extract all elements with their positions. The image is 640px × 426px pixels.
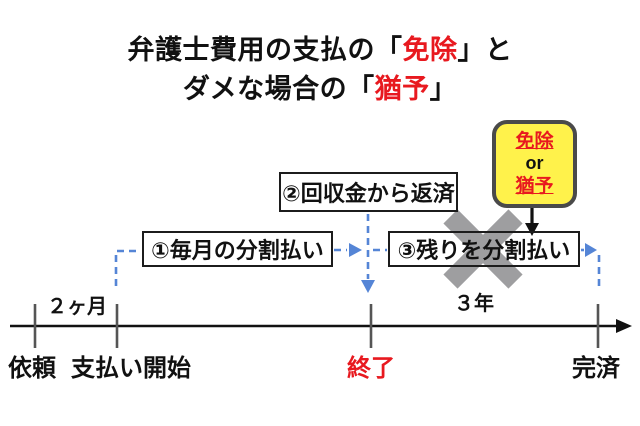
title-highlight-menjo: 免除 — [402, 35, 458, 65]
badge-arrow-icon — [525, 208, 539, 236]
milestone-end: 終了 — [347, 355, 395, 382]
connector-start-to-box1 — [114, 249, 141, 286]
title-line-2: ダメな場合の「猶予」 — [0, 70, 640, 109]
title-text: ダメな場合の「 — [182, 74, 375, 104]
title-highlight-yuyo: 猶予 — [374, 74, 430, 104]
milestone-request: 依頼 — [8, 355, 56, 382]
axis-arrowhead-icon — [616, 319, 632, 333]
badge-grace-label: 猶予 — [515, 175, 554, 197]
step-box-2-repay-from-recovery: ②回収金から返済 — [279, 172, 458, 212]
arrow-right-icon — [349, 243, 362, 257]
page-title: 弁護士費用の支払の「免除」と ダメな場合の「猶予」 — [0, 31, 640, 109]
connector-box3-to-finish — [581, 243, 601, 287]
arrow-right-icon — [585, 243, 597, 257]
badge-exemption-label: 免除 — [515, 130, 554, 152]
connector-box1-to-box3 — [334, 243, 387, 257]
title-text: 」と — [457, 35, 513, 65]
milestone-payment-start: 支払い開始 — [71, 355, 191, 382]
step-box-3-label: ③残りを分割払い — [397, 238, 571, 263]
step-box-3-remainder-installments: ③残りを分割払い — [388, 231, 580, 267]
step-box-1-label: ①毎月の分割払い — [151, 238, 324, 263]
step-box-1-monthly-installments: ①毎月の分割払い — [142, 231, 333, 267]
title-text: 」 — [429, 74, 458, 104]
duration-two-months: ２ヶ月 — [47, 296, 107, 318]
exemption-or-grace-badge: 免除 or 猶予 — [492, 120, 577, 208]
duration-three-years: ３年 — [454, 293, 494, 315]
cross-icon — [443, 209, 523, 289]
connector-box2-to-end — [361, 214, 375, 293]
badge-or-label: or — [525, 153, 544, 174]
timeline-axis — [10, 304, 632, 348]
arrow-down-icon — [361, 280, 375, 293]
milestone-paid-off: 完済 — [572, 355, 620, 382]
step-box-2-label: ②回収金から返済 — [282, 181, 455, 206]
title-text: 弁護士費用の支払の「 — [127, 35, 403, 65]
title-line-1: 弁護士費用の支払の「免除」と — [0, 31, 640, 70]
